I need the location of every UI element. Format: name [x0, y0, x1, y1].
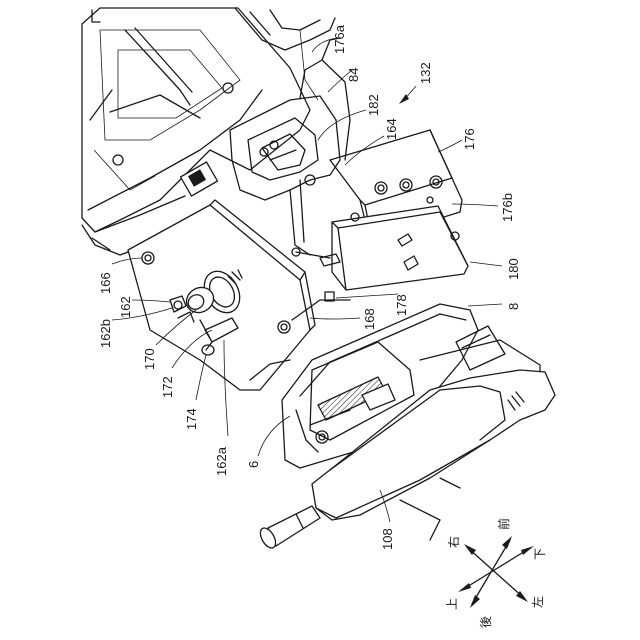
label-176b: 176b [500, 193, 515, 222]
label-176a: 176a [332, 24, 347, 54]
nozzle [257, 506, 320, 551]
compass-up: 上 [445, 598, 459, 610]
label-172: 172 [160, 376, 175, 398]
label-166: 166 [98, 272, 113, 294]
label-170: 170 [142, 348, 157, 370]
label-84: 84 [346, 68, 361, 82]
compass-down: 下 [533, 548, 547, 560]
arrow-left-right [464, 544, 528, 602]
label-164: 164 [384, 118, 399, 140]
label-162: 162 [118, 296, 133, 318]
compass-left: 左 [530, 596, 545, 608]
label-176: 176 [462, 128, 477, 150]
label-6: 6 [246, 461, 261, 468]
compass-right: 右 [446, 536, 461, 548]
label-108: 108 [380, 528, 395, 550]
label-132: 132 [418, 62, 433, 84]
label-168: 168 [362, 308, 377, 330]
label-8: 8 [506, 303, 521, 310]
compass-front: 前 [496, 518, 511, 530]
label-162b: 162b [98, 319, 113, 348]
label-162a: 162a [214, 446, 229, 476]
arrow-up-down [458, 546, 534, 592]
compass-back: 後 [479, 616, 493, 628]
box-180 [320, 206, 468, 301]
label-182: 182 [366, 94, 381, 116]
label-178: 178 [394, 294, 409, 316]
direction-compass: 前 下 左 後 上 右 [445, 518, 547, 628]
label-180: 180 [506, 258, 521, 280]
label-174: 174 [184, 408, 199, 430]
